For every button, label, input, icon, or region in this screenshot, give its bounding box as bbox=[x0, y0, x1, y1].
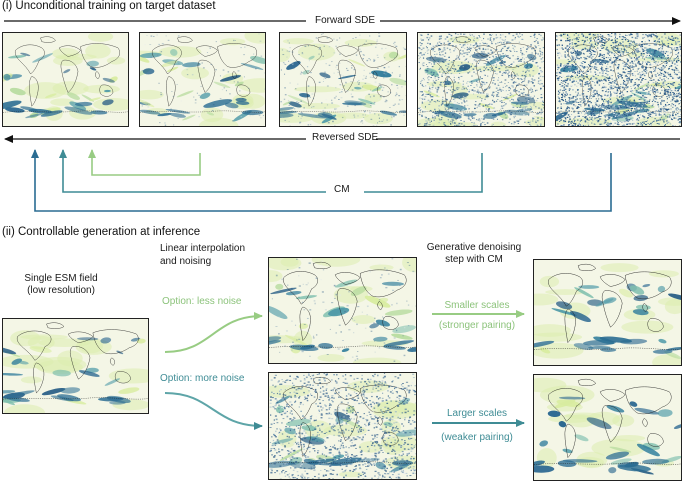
less-noise-curve-arrow bbox=[164, 312, 263, 353]
generative-denoising-line-1: Generative denoising bbox=[426, 242, 522, 253]
map-panel-pure-noise bbox=[555, 32, 682, 127]
map-panel-more-noise bbox=[268, 372, 417, 480]
linear-interpolation-line-2: and noising bbox=[160, 256, 212, 267]
esm-field-label: Single ESM field (low resolution) bbox=[10, 273, 112, 297]
esm-field-line-1: Single ESM field bbox=[24, 273, 98, 284]
map-panel-esm-input bbox=[2, 318, 149, 414]
section-1-title: (i) Unconditional training on target dat… bbox=[2, 0, 216, 12]
map-panel-larger-scales bbox=[533, 374, 682, 481]
smaller-scales-label: Smaller scales bbox=[444, 300, 510, 311]
cm-arrow-medium bbox=[63, 150, 483, 193]
map-panel-clean-1 bbox=[2, 32, 129, 127]
map-panel-clean-2 bbox=[139, 32, 266, 127]
linear-interpolation-line-1: Linear interpolation bbox=[160, 243, 246, 254]
more-noise-curve-arrow bbox=[164, 392, 263, 430]
stronger-pairing-label: (stronger pairing) bbox=[438, 320, 516, 331]
map-panel-light-noise bbox=[279, 32, 407, 127]
option-less-noise-label: Option: less noise bbox=[162, 296, 242, 307]
esm-field-line-2: (low resolution) bbox=[27, 285, 95, 296]
map-panel-medium-noise bbox=[417, 32, 545, 127]
generative-denoising-label: Generative denoising step with CM bbox=[422, 242, 526, 266]
reversed-sde-label: Reversed SDE bbox=[312, 132, 379, 143]
map-panel-less-noise bbox=[268, 257, 417, 364]
linear-interpolation-label: Linear interpolation and noising bbox=[160, 242, 245, 268]
cm-arrow-short bbox=[88, 149, 201, 176]
forward-sde-label: Forward SDE bbox=[315, 15, 376, 26]
cm-label: CM bbox=[334, 184, 350, 195]
cm-arrow-long bbox=[31, 149, 612, 212]
larger-scales-label: Larger scales bbox=[446, 408, 508, 419]
generative-denoising-line-2: step with CM bbox=[445, 254, 503, 265]
map-panel-smaller-scales bbox=[533, 259, 682, 366]
section-2-title: (ii) Controllable generation at inferenc… bbox=[2, 226, 201, 238]
weaker-pairing-label: (weaker pairing) bbox=[441, 432, 513, 443]
option-more-noise-label: Option: more noise bbox=[160, 373, 245, 384]
